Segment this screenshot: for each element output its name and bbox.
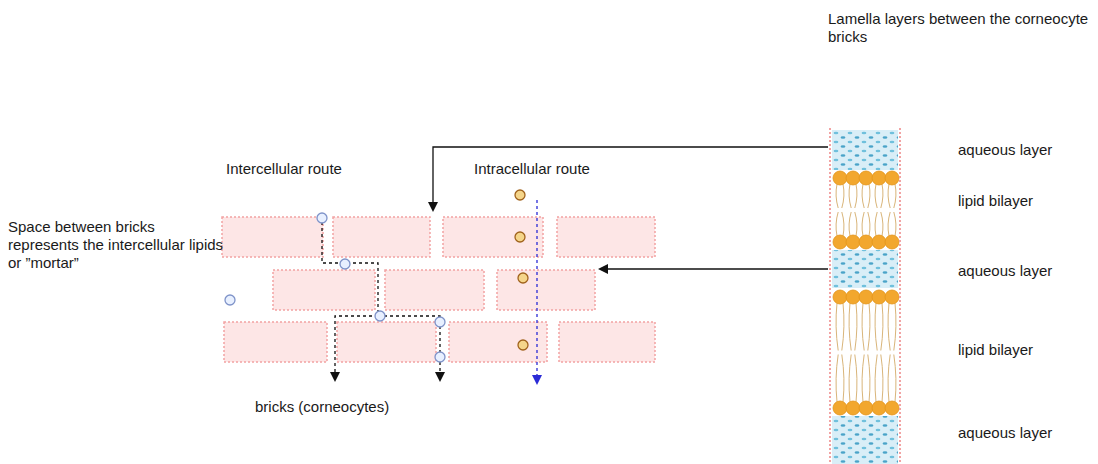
layer-label: aqueous layer: [958, 262, 1088, 280]
figure-title: Lamella layers between the corneocyte br…: [828, 10, 1090, 46]
brick-label: bricks (corneocytes): [255, 398, 455, 416]
layer-label: aqueous layer: [958, 424, 1088, 442]
layer-label: aqueous layer: [958, 141, 1088, 159]
route-label: Intracellular route: [474, 160, 634, 178]
route-label: Intercellular route: [226, 160, 386, 178]
layer-label: lipid bilayer: [958, 341, 1088, 359]
mortar-note: Space between bricks represents the inte…: [8, 218, 226, 272]
layer-label: lipid bilayer: [958, 192, 1088, 210]
